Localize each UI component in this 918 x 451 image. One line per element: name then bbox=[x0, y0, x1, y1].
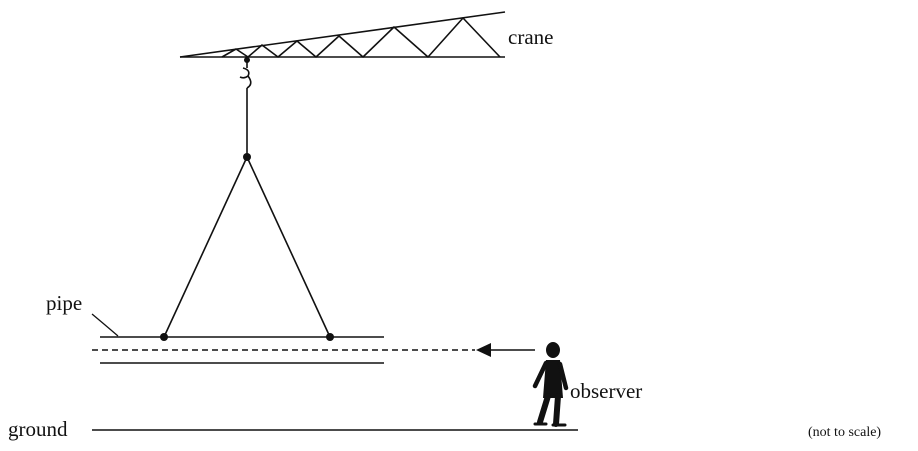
pipe-label: pipe bbox=[46, 291, 82, 315]
pipe bbox=[100, 336, 384, 364]
hook-icon bbox=[239, 56, 252, 89]
left-arrow-icon bbox=[476, 343, 491, 357]
crane-jib bbox=[179, 11, 506, 58]
left-sling-attachment bbox=[160, 333, 168, 341]
scale-note: (not to scale) bbox=[808, 425, 881, 440]
observer-label: observer bbox=[570, 379, 642, 403]
pipe-leader-line bbox=[91, 313, 119, 337]
crane-label: crane bbox=[508, 25, 553, 49]
jib-top-chord bbox=[179, 11, 506, 58]
person-silhouette-icon bbox=[532, 342, 569, 427]
right-sling-attachment bbox=[326, 333, 334, 341]
left-sling bbox=[163, 156, 248, 338]
jib-lattice bbox=[221, 17, 501, 58]
ground-label: ground bbox=[8, 417, 68, 441]
right-sling bbox=[246, 156, 331, 338]
